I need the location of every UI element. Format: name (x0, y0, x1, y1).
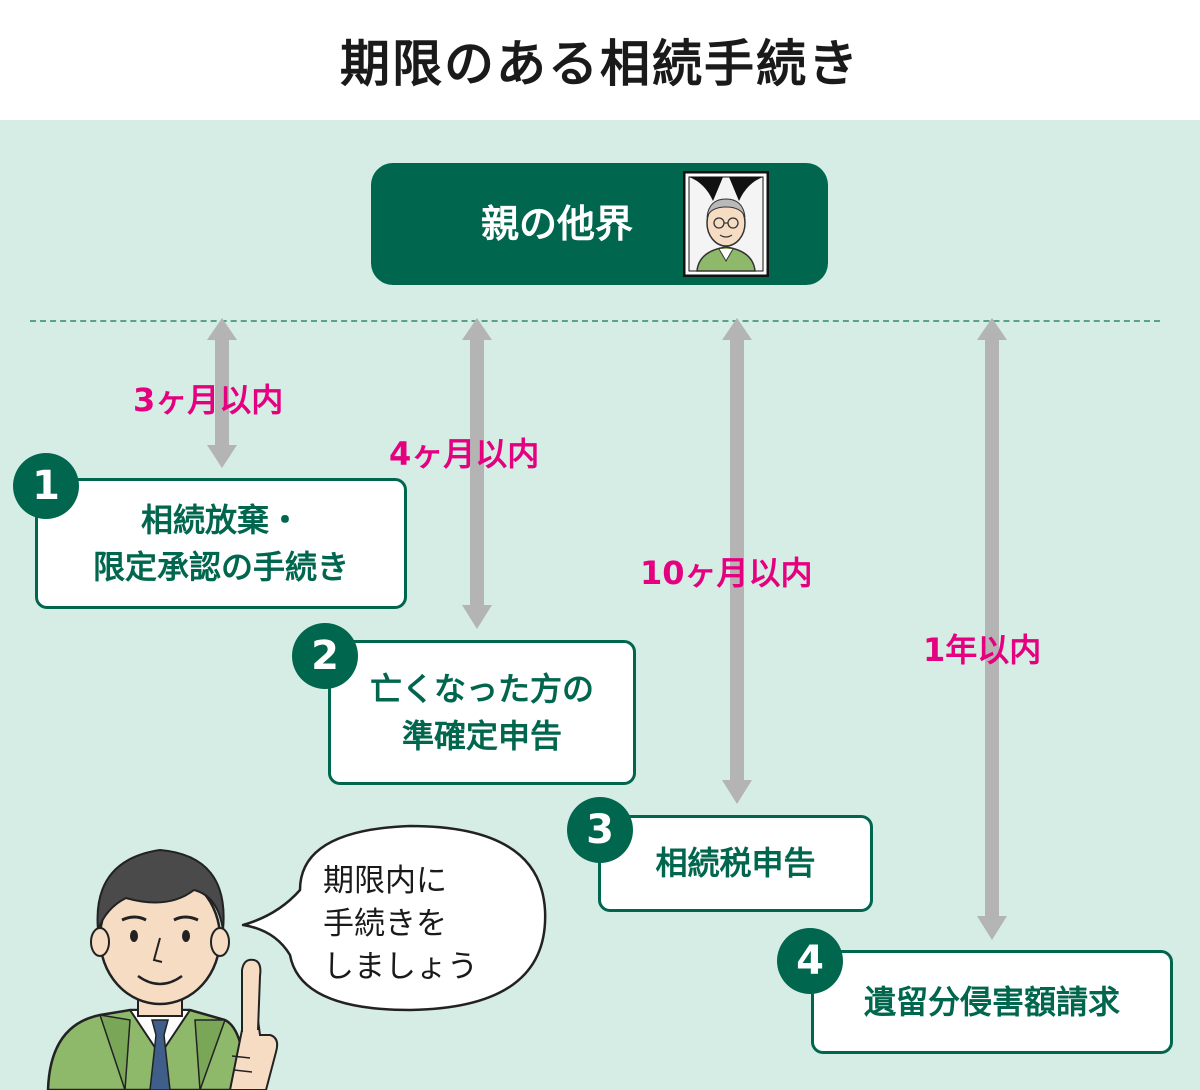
event-box: 親の他界 (371, 163, 828, 285)
step-number-2: 2 (292, 623, 358, 689)
step-box-final-tax-return: 亡くなった方の 準確定申告 (328, 640, 636, 785)
step-box-renunciation: 相続放棄・ 限定承認の手続き (35, 478, 407, 609)
arrow-10-months (722, 318, 752, 804)
step-number-4: 4 (777, 928, 843, 994)
arrow-4-months (462, 318, 492, 629)
period-label-4-months: 4ヶ月以内 (389, 435, 540, 473)
event-date-line (30, 320, 1160, 322)
step-number-1: 1 (13, 453, 79, 519)
period-label-10-months: 10ヶ月以内 (640, 554, 813, 592)
arrow-3-months (207, 318, 237, 468)
step-number-3: 3 (567, 797, 633, 863)
advisor-illustration (46, 848, 279, 1090)
period-label-1-year: 1年以内 (923, 631, 1042, 669)
arrow-1-year (977, 318, 1007, 940)
page-title: 期限のある相続手続き (340, 35, 860, 93)
event-label: 親の他界 (481, 202, 634, 246)
period-label-3-months: 3ヶ月以内 (133, 381, 284, 419)
deceased-parent-portrait-icon (683, 171, 769, 277)
step-box-reserved-portion-claim: 遺留分侵害額請求 (811, 950, 1173, 1054)
speech-text: 期限内に 手続きを しましょう (323, 863, 478, 985)
step-box-inheritance-tax: 相続税申告 (598, 815, 873, 912)
